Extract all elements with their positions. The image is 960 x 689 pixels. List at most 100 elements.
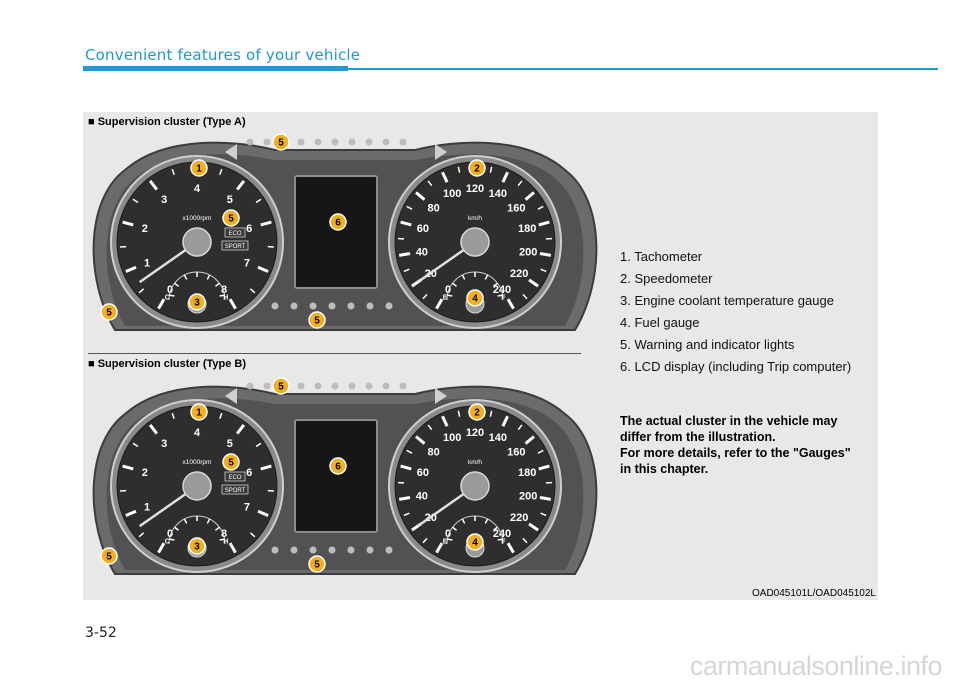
indicator-lamp-icon bbox=[366, 302, 374, 310]
coolant-temp-gauge-tick bbox=[206, 518, 211, 524]
tachometer-tick bbox=[157, 298, 166, 310]
figure-divider bbox=[88, 353, 581, 354]
callout-marker bbox=[466, 289, 484, 307]
tachometer-tick-label: 4 bbox=[194, 427, 201, 439]
indicator-lamp-icon bbox=[309, 302, 317, 310]
legend-item: 3. Engine coolant temperature gauge bbox=[620, 293, 834, 308]
speedometer-tick bbox=[489, 410, 493, 417]
fuel-gauge-tick bbox=[447, 538, 453, 541]
sport-badge-text: SPORT bbox=[225, 488, 246, 494]
fuel-gauge-high-label: F bbox=[501, 295, 506, 302]
speedometer-tick-label: 0 bbox=[445, 284, 451, 296]
legend-item: 6. LCD display (including Trip computer) bbox=[620, 359, 852, 374]
coolant-temp-gauge-tick bbox=[219, 538, 225, 541]
indicator-lamp-icon bbox=[348, 138, 356, 146]
tachometer-tick bbox=[138, 532, 145, 538]
callout-marker bbox=[188, 537, 206, 555]
fuel-gauge-tick bbox=[493, 526, 498, 531]
tachometer-tick-label: 7 bbox=[244, 502, 250, 514]
legend-item: 2. Speedometer bbox=[620, 271, 713, 286]
coolant-temp-gauge-tick bbox=[183, 274, 188, 280]
speedometer-tick bbox=[517, 424, 523, 431]
speedometer-tick-label: 180 bbox=[518, 467, 536, 479]
indicator-lamp-icon bbox=[246, 138, 254, 146]
callout-number: 6 bbox=[335, 462, 341, 473]
speedometer-tick bbox=[524, 191, 535, 201]
callout-number: 2 bbox=[474, 164, 480, 175]
callout-marker bbox=[100, 303, 118, 321]
speedometer-tick-label: 80 bbox=[428, 446, 440, 458]
tachometer-unit-label: x1000rpm bbox=[183, 459, 212, 466]
callout-marker bbox=[329, 213, 347, 231]
fuel-gauge-tick bbox=[461, 274, 466, 280]
note-line: The actual cluster in the vehicle may bbox=[620, 414, 838, 428]
speedometer-tick bbox=[538, 464, 550, 471]
indicator-lamp-icon bbox=[290, 302, 298, 310]
callout-number: 5 bbox=[314, 560, 320, 571]
callout-number: 6 bbox=[335, 218, 341, 229]
coolant-temp-gauge-low-label: C bbox=[165, 539, 170, 546]
speedometer-tick bbox=[435, 298, 444, 310]
tachometer-tick bbox=[260, 220, 272, 227]
callout-number: 1 bbox=[196, 164, 202, 175]
speedometer-tick bbox=[398, 495, 411, 501]
tachometer-tick bbox=[171, 412, 175, 420]
tachometer-tick-label: 0 bbox=[167, 284, 173, 296]
indicator-lamp-icon bbox=[366, 546, 374, 554]
callout-number: 5 bbox=[228, 458, 234, 469]
speedometer-tick bbox=[517, 180, 523, 187]
tachometer-tick bbox=[228, 542, 237, 554]
speedometer-tick bbox=[403, 268, 410, 273]
indicator-lamp-icon bbox=[328, 546, 336, 554]
speedometer-tick bbox=[415, 435, 426, 445]
tachometer-tick bbox=[138, 288, 145, 294]
tachometer-tick bbox=[257, 509, 269, 517]
coolant-temp-gauge-tick bbox=[215, 282, 220, 287]
speedometer-tick bbox=[427, 180, 433, 187]
callout-marker bbox=[466, 533, 484, 551]
tachometer-tick bbox=[157, 542, 166, 554]
tachometer-tick bbox=[125, 265, 137, 273]
tachometer-unit-label: x1000rpm bbox=[183, 215, 212, 222]
indicator-lamp-icon bbox=[246, 382, 254, 390]
left-turn-signal-icon bbox=[225, 388, 237, 404]
indicator-lamp-icon bbox=[365, 138, 373, 146]
speedometer-tick-label: 80 bbox=[428, 202, 440, 214]
speedometer-tick bbox=[506, 298, 515, 310]
tachometer-tick-label: 5 bbox=[227, 438, 233, 450]
indicator-lamp-icon bbox=[385, 302, 393, 310]
tachometer-tick bbox=[148, 423, 159, 435]
tachometer-tick bbox=[235, 423, 246, 435]
callout-number: 4 bbox=[472, 294, 478, 305]
speedometer-tick-label: 120 bbox=[466, 427, 484, 439]
tachometer-tick-label: 8 bbox=[221, 528, 227, 540]
sport-badge-text: SPORT bbox=[225, 244, 246, 250]
speedometer-tick bbox=[506, 542, 515, 554]
callout-number: 1 bbox=[196, 408, 202, 419]
speedometer-tick-label: 100 bbox=[443, 188, 461, 200]
indicator-lamp-icon bbox=[297, 138, 305, 146]
eco-badge bbox=[224, 471, 246, 482]
indicator-lamp-icon bbox=[399, 382, 407, 390]
indicator-lamp-icon bbox=[297, 382, 305, 390]
coolant-temp-gauge-tick bbox=[206, 274, 211, 280]
coolant-temp-gauge-high-label: H bbox=[223, 295, 228, 302]
callout-marker bbox=[468, 159, 486, 177]
fuel-gauge-tick bbox=[452, 282, 457, 287]
speedometer-tick bbox=[457, 410, 461, 417]
callout-marker bbox=[329, 457, 347, 475]
callout-marker bbox=[308, 311, 326, 329]
fuel-gauge-tick bbox=[497, 538, 503, 541]
indicator-lamp-icon bbox=[263, 138, 271, 146]
tachometer-tick-label: 1 bbox=[144, 258, 150, 270]
coolant-temp-gauge-tick bbox=[174, 526, 179, 531]
speedometer-tick bbox=[441, 171, 449, 183]
fuel-gauge-tick bbox=[461, 518, 466, 524]
callout-marker bbox=[222, 453, 240, 471]
speedometer-tick bbox=[457, 166, 461, 173]
coolant-temp-gauge-tick bbox=[183, 518, 188, 524]
tachometer-tick-label: 3 bbox=[161, 194, 167, 206]
callout-number: 3 bbox=[194, 542, 200, 553]
note-line: differ from the illustration. bbox=[620, 430, 776, 444]
indicator-lamp-icon bbox=[347, 302, 355, 310]
